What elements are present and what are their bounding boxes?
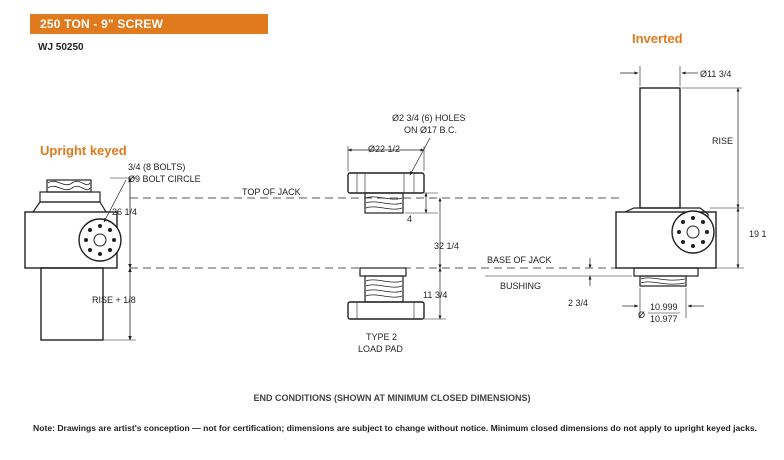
holes-label: Ø2 3/4 (6) HOLES — [392, 113, 466, 123]
disclaimer-note: Note: Drawings are artist's conception —… — [33, 423, 758, 433]
dim-11-label: 11 3/4 — [423, 290, 447, 300]
rise-plus-label: RISE + 1/8 — [92, 295, 136, 305]
upright-jack — [24, 179, 122, 341]
inverted-diameter-label: Ø11 3/4 — [700, 69, 731, 79]
load-pad-top — [347, 172, 425, 214]
rise-label: RISE — [712, 136, 733, 146]
bolt-circle-label: Ø9 BOLT CIRCLE — [128, 174, 201, 184]
model-number: WJ 50250 — [38, 42, 84, 53]
dim-26-label: 26 1/4 — [112, 207, 137, 217]
type2-label: TYPE 2 — [366, 332, 397, 342]
bushing-label: BUSHING — [500, 281, 541, 291]
top-of-jack-label: TOP OF JACK — [242, 187, 301, 197]
tolerance-low: 10.977 — [650, 314, 678, 324]
inverted-jack — [615, 87, 717, 287]
end-conditions-caption: END CONDITIONS (SHOWN AT MINIMUM CLOSED … — [253, 393, 531, 403]
load-pad-bottom — [347, 267, 425, 320]
bolts-label: 3/4 (8 BOLTS) — [128, 162, 185, 172]
pad-diameter-label: Ø22 1/2 — [368, 144, 400, 154]
tolerance-phi: Ø — [638, 310, 645, 320]
holes-bc-label: ON Ø17 B.C. — [404, 125, 457, 135]
dim-19-label: 19 1 — [749, 229, 767, 239]
dim-234-label: 2 3/4 — [568, 298, 588, 308]
load-pad-label: LOAD PAD — [358, 344, 403, 354]
base-of-jack-label: BASE OF JACK — [487, 255, 552, 265]
upright-keyed-title: Upright keyed — [40, 143, 127, 158]
inverted-title: Inverted — [632, 31, 683, 46]
dim-32-label: 32 1/4 — [434, 241, 459, 251]
dim-4-label: 4 — [407, 214, 412, 224]
header-banner: 250 TON - 9" SCREW — [30, 14, 268, 34]
tolerance-high: 10.999 — [650, 302, 678, 312]
